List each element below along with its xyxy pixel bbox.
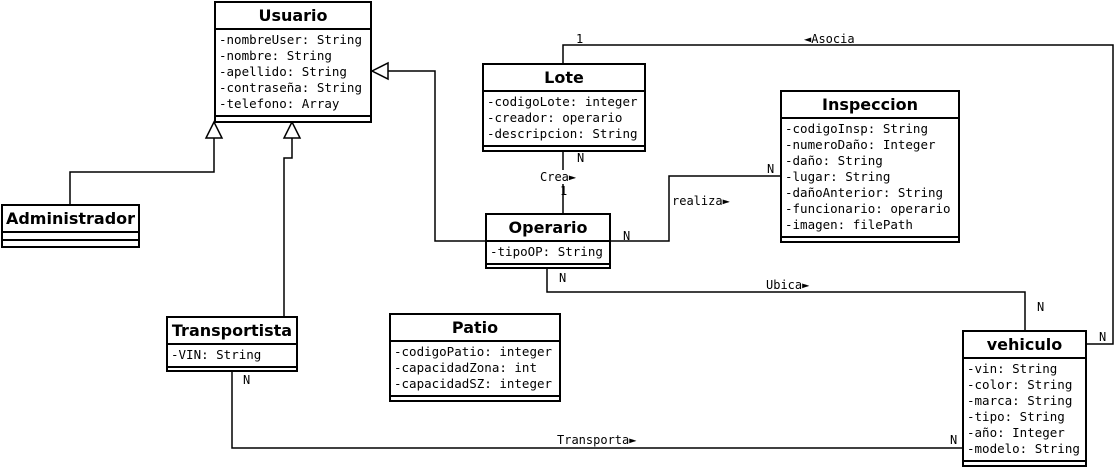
attribute: -dañoAnterior: String bbox=[785, 185, 944, 200]
attribute: -codigoPatio: integer bbox=[394, 344, 553, 359]
attribute: -capacidadSZ: integer bbox=[394, 376, 553, 391]
crea-multiplicity-operario: 1 bbox=[560, 184, 568, 198]
ubica-label: Ubica► bbox=[766, 278, 810, 292]
class-operario-attributes: -tipoOP: String bbox=[487, 242, 609, 265]
ubica-multiplicity-operario: N bbox=[559, 271, 567, 285]
class-usuario[interactable]: Usuario -nombreUser: String -nombre: Str… bbox=[214, 1, 372, 123]
attribute: -apellido: String bbox=[219, 64, 347, 79]
class-lote-attributes: -codigoLote: integer -creador: operario … bbox=[484, 92, 644, 147]
transporta-multiplicity-vehiculo: N bbox=[950, 433, 958, 447]
attribute: -tipoOP: String bbox=[490, 244, 603, 259]
class-transportista-name: Transportista bbox=[168, 318, 296, 345]
class-operario-name: Operario bbox=[487, 215, 609, 242]
attribute: -vin: String bbox=[967, 361, 1058, 376]
class-usuario-operations bbox=[216, 117, 370, 122]
class-inspeccion-name: Inspeccion bbox=[782, 92, 958, 119]
class-operario[interactable]: Operario -tipoOP: String bbox=[485, 213, 611, 269]
class-administrador-name: Administrador bbox=[3, 206, 138, 233]
asocia-multiplicity-vehiculo: N bbox=[1099, 330, 1107, 344]
class-operario-operations bbox=[487, 265, 609, 270]
class-vehiculo-name: vehiculo bbox=[964, 332, 1085, 359]
attribute: -daño: String bbox=[785, 153, 883, 168]
class-inspeccion-attributes: -codigoInsp: String -numeroDaño: Integer… bbox=[782, 119, 958, 238]
class-usuario-attributes: -nombreUser: String -nombre: String -ape… bbox=[216, 30, 370, 117]
attribute: -nombreUser: String bbox=[219, 32, 362, 47]
attribute: -nombre: String bbox=[219, 48, 332, 63]
class-vehiculo-operations bbox=[964, 462, 1085, 467]
association-realiza-line bbox=[610, 175, 780, 242]
attribute: -año: Integer bbox=[967, 425, 1065, 440]
class-patio[interactable]: Patio -codigoPatio: integer -capacidadZo… bbox=[389, 313, 561, 402]
class-transportista[interactable]: Transportista -VIN: String bbox=[166, 316, 298, 372]
generalization-operario-line bbox=[388, 70, 485, 242]
asocia-label: ◄Asocia bbox=[804, 32, 855, 46]
class-administrador-attributes bbox=[3, 233, 138, 241]
generalization-administrador-arrowhead bbox=[204, 120, 224, 139]
transporta-label: Transporta► bbox=[557, 433, 637, 447]
class-patio-name: Patio bbox=[391, 315, 559, 342]
attribute: -creador: operario bbox=[487, 110, 623, 125]
attribute: -codigoInsp: String bbox=[785, 121, 928, 136]
asocia-multiplicity-lote: 1 bbox=[576, 32, 584, 46]
class-inspeccion-operations bbox=[782, 238, 958, 243]
class-administrador[interactable]: Administrador bbox=[1, 204, 140, 248]
class-patio-attributes: -codigoPatio: integer -capacidadZona: in… bbox=[391, 342, 559, 397]
class-lote-name: Lote bbox=[484, 65, 644, 92]
crea-label: Crea► bbox=[540, 170, 577, 184]
association-transporta-line bbox=[231, 372, 962, 449]
attribute: -codigoLote: integer bbox=[487, 94, 638, 109]
class-administrador-operations bbox=[3, 241, 138, 246]
association-asocia-line bbox=[562, 44, 1114, 345]
attribute: -color: String bbox=[967, 377, 1073, 392]
class-vehiculo[interactable]: vehiculo -vin: String -color: String -ma… bbox=[962, 330, 1087, 467]
class-transportista-operations bbox=[168, 368, 296, 373]
attribute: -funcionario: operario bbox=[785, 201, 951, 216]
crea-multiplicity-lote: N bbox=[577, 151, 585, 165]
association-ubica-line bbox=[546, 268, 1026, 330]
attribute: -lugar: String bbox=[785, 169, 891, 184]
realiza-multiplicity-inspeccion: N bbox=[767, 162, 775, 176]
attribute: -contraseña: String bbox=[219, 80, 362, 95]
attribute: -VIN: String bbox=[171, 347, 262, 362]
generalization-transportista-line bbox=[283, 138, 293, 316]
class-inspeccion[interactable]: Inspeccion -codigoInsp: String -numeroDa… bbox=[780, 90, 960, 243]
generalization-administrador-line bbox=[69, 138, 215, 204]
attribute: -capacidadZona: int bbox=[394, 360, 537, 375]
attribute: -modelo: String bbox=[967, 441, 1080, 456]
attribute: -imagen: filePath bbox=[785, 217, 913, 232]
class-transportista-attributes: -VIN: String bbox=[168, 345, 296, 368]
ubica-multiplicity-vehiculo: N bbox=[1037, 300, 1045, 314]
attribute: -marca: String bbox=[967, 393, 1073, 408]
generalization-operario-arrowhead bbox=[370, 61, 389, 81]
attribute: -tipo: String bbox=[967, 409, 1065, 424]
class-lote-operations bbox=[484, 147, 644, 152]
realiza-label: realiza► bbox=[672, 194, 730, 208]
attribute: -numeroDaño: Integer bbox=[785, 137, 936, 152]
generalization-transportista-arrowhead bbox=[282, 120, 302, 139]
class-lote[interactable]: Lote -codigoLote: integer -creador: oper… bbox=[482, 63, 646, 152]
transporta-multiplicity-transportista: N bbox=[243, 373, 251, 387]
attribute: -telefono: Array bbox=[219, 96, 340, 111]
attribute: -descripcion: String bbox=[487, 126, 638, 141]
class-patio-operations bbox=[391, 397, 559, 402]
class-vehiculo-attributes: -vin: String -color: String -marca: Stri… bbox=[964, 359, 1085, 462]
realiza-multiplicity-operario: N bbox=[623, 229, 631, 243]
class-usuario-name: Usuario bbox=[216, 3, 370, 30]
